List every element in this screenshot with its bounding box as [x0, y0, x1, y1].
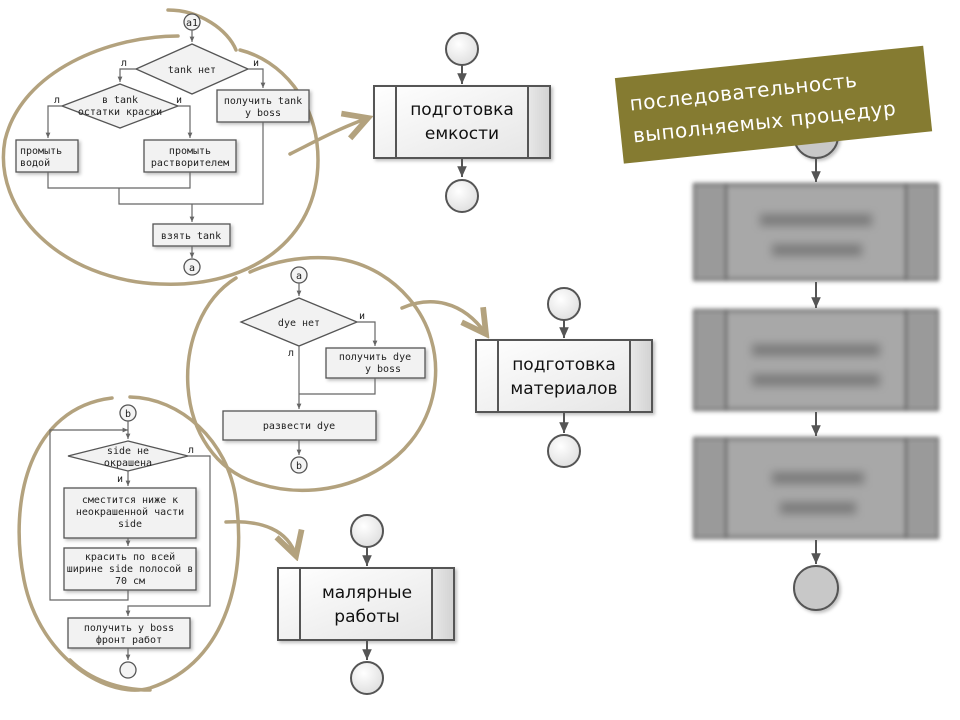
fc1-wash-water-l2: водой	[20, 157, 50, 169]
fc2-end-connector	[290, 456, 308, 474]
fc1-decision-tank-label: tank нет	[168, 65, 216, 76]
fc3-move-box	[63, 487, 197, 539]
fc2-yes-label: и	[359, 311, 365, 322]
fc3-move-l2: неокрашенной части	[76, 506, 184, 518]
flowchart-painting: b side не окрашена л и сместится ниже к …	[49, 404, 211, 679]
fc2-start-label: a	[296, 271, 302, 282]
procedure-tank: подготовка емкости	[373, 32, 551, 213]
fc1-end-label: a	[189, 263, 195, 274]
fc2-dilute-dye-label: развести dye	[263, 421, 335, 432]
sequence-end-circle	[793, 565, 839, 611]
blurred-procedure-2	[693, 309, 939, 411]
fc1-decision-paint	[60, 83, 180, 129]
fc3-paint-l3: 70 см	[115, 576, 145, 587]
fc3-front-l2: фронт работ	[96, 634, 162, 646]
materials-start-circle	[547, 287, 581, 321]
tank-proc-label-1: подготовка	[410, 100, 514, 120]
fc2-decision-dye-label: dye нет	[278, 318, 320, 329]
painting-end-circle	[350, 661, 384, 695]
fc1-start-label: a1	[186, 18, 198, 29]
fc1-get-tank-l1: получить tank	[224, 96, 302, 107]
tank-proc-label-2: емкости	[425, 124, 499, 144]
blurred-procedure-3	[693, 437, 939, 539]
blurred-procedure-1	[693, 183, 939, 281]
fc3-paint-l2: ширине side полосой в	[67, 563, 193, 575]
fc1-decision-paint-l2: остатки краски	[78, 107, 162, 118]
blurred-sequence	[693, 113, 939, 611]
tank-end-circle	[445, 179, 479, 213]
fc1-decision-tank	[134, 43, 250, 95]
fc3-front-l1: получить у boss	[84, 623, 174, 634]
fc1-decision-paint-l1: в tank	[102, 95, 138, 106]
fc1-get-tank-l2: у boss	[245, 108, 281, 119]
procedure-painting: малярные работы	[277, 514, 455, 695]
fc1-end-connector	[183, 258, 201, 276]
fc1-wash-solvent-l1: промыть	[169, 146, 211, 157]
fc3-front-box	[67, 617, 191, 649]
fc1-wash-solvent-l2: растворителем	[151, 158, 229, 169]
fc1-yes-label-2: и	[176, 95, 182, 106]
fc3-end-connector	[119, 661, 137, 679]
ring-materials	[185, 255, 486, 493]
fc3-decision-side-l2: окрашена	[104, 458, 152, 469]
fc2-no-label: л	[288, 348, 294, 359]
painting-proc-label-1: малярные	[322, 583, 412, 603]
fc3-start-label: b	[125, 409, 131, 420]
fc1-yes-label-1: и	[253, 58, 259, 69]
fc3-move-l3: side	[118, 519, 142, 530]
fc1-take-tank-label: взять tank	[161, 231, 221, 242]
materials-end-circle	[547, 434, 581, 468]
fc3-yes-label: и	[117, 474, 123, 485]
ring-painting	[17, 395, 296, 692]
fc2-end-label: b	[296, 461, 302, 472]
flowchart-materials: a dye нет и л получить dye у boss развес…	[222, 266, 426, 474]
fc3-paint-l1: красить по всей	[85, 551, 175, 563]
title-banner: последовательность выполняемых процедур	[614, 45, 933, 164]
fc2-get-dye-l2: у boss	[365, 364, 401, 375]
fc1-no-label-1: л	[121, 58, 127, 69]
materials-proc-label-2: материалов	[510, 379, 617, 399]
fc1-get-tank-box	[216, 89, 310, 123]
tank-start-circle	[445, 32, 479, 66]
painting-start-circle	[350, 514, 384, 548]
flowchart-tank: a1 tank нет л и в tank остатки краски л …	[15, 13, 310, 276]
ring-tank	[1, 8, 368, 286]
fc2-get-dye-box	[325, 347, 426, 379]
fc1-wash-water-box	[15, 139, 79, 173]
fc3-decision-side-l1: side не	[107, 446, 149, 457]
fc3-no-label: л	[188, 445, 194, 456]
fc1-wash-water-l1: промыть	[20, 146, 62, 157]
materials-proc-label-1: подготовка	[512, 355, 616, 375]
fc1-no-label-2: л	[54, 95, 60, 106]
fc3-paint-box	[63, 547, 197, 591]
procedure-materials: подготовка материалов	[475, 287, 653, 468]
fc2-dilute-dye-box	[222, 410, 377, 441]
fc3-move-l1: сместится ниже к	[82, 495, 178, 506]
fc2-get-dye-l1: получить dye	[339, 352, 411, 363]
painting-proc-label-2: работы	[334, 607, 399, 627]
